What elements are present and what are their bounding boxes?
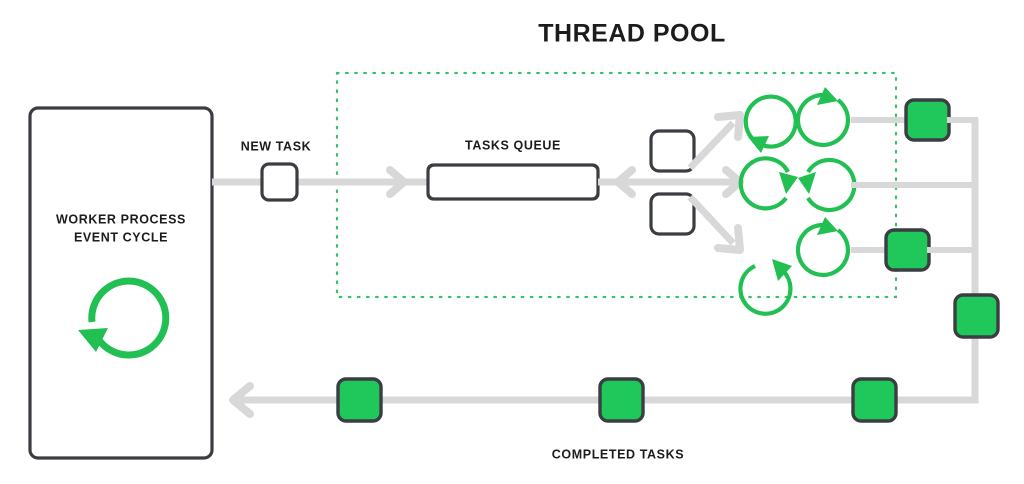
arrowhead-queue-left [614,166,636,198]
circular-arrow-icon [78,277,170,359]
completed-tasks-label: COMPLETED TASKS [552,447,684,461]
worker-process-label-line1: WORKER PROCESS [56,212,186,226]
new-task-label: NEW TASK [241,139,312,153]
worker-spinner-2a [738,156,798,211]
tasks-queue[interactable] [426,163,600,201]
worker-spinner-2b [798,157,857,213]
arrowhead-row1 [714,111,744,141]
worker-row-2 [738,156,978,213]
worker-process-box[interactable]: WORKER PROCESS EVENT CYCLE [28,106,214,460]
worker-spinner-3b [795,217,851,278]
return-path-line [240,118,979,404]
worker-row-1 [743,87,978,153]
completed-square-row3[interactable] [884,228,931,272]
fanout-line-row3 [687,194,736,246]
worker-spinner-3a [738,259,793,316]
queue-outline [426,163,600,201]
dispatch-square-bottom[interactable] [649,192,696,236]
completed-square-vertical[interactable] [953,293,1000,339]
worker-row-3 [738,217,978,316]
worker-process-label-line2: EVENT CYCLE [74,230,168,244]
completed-square-row1[interactable] [904,98,951,142]
worker-spinner-1b [795,87,851,148]
completed-square-return-2[interactable] [598,377,645,423]
arrowhead-return-left [229,382,254,418]
dispatch-square-top[interactable] [649,129,696,173]
page-title: THREAD POOL [538,20,725,48]
new-task-square[interactable] [260,162,299,202]
completed-square-return-3[interactable] [336,377,383,423]
completed-square-return-1[interactable] [851,377,898,423]
arrowhead-row3 [714,224,744,254]
worker-spinner-1a [743,94,798,153]
tasks-queue-label: TASKS QUEUE [465,138,561,152]
fanout-line-row1 [687,120,736,171]
